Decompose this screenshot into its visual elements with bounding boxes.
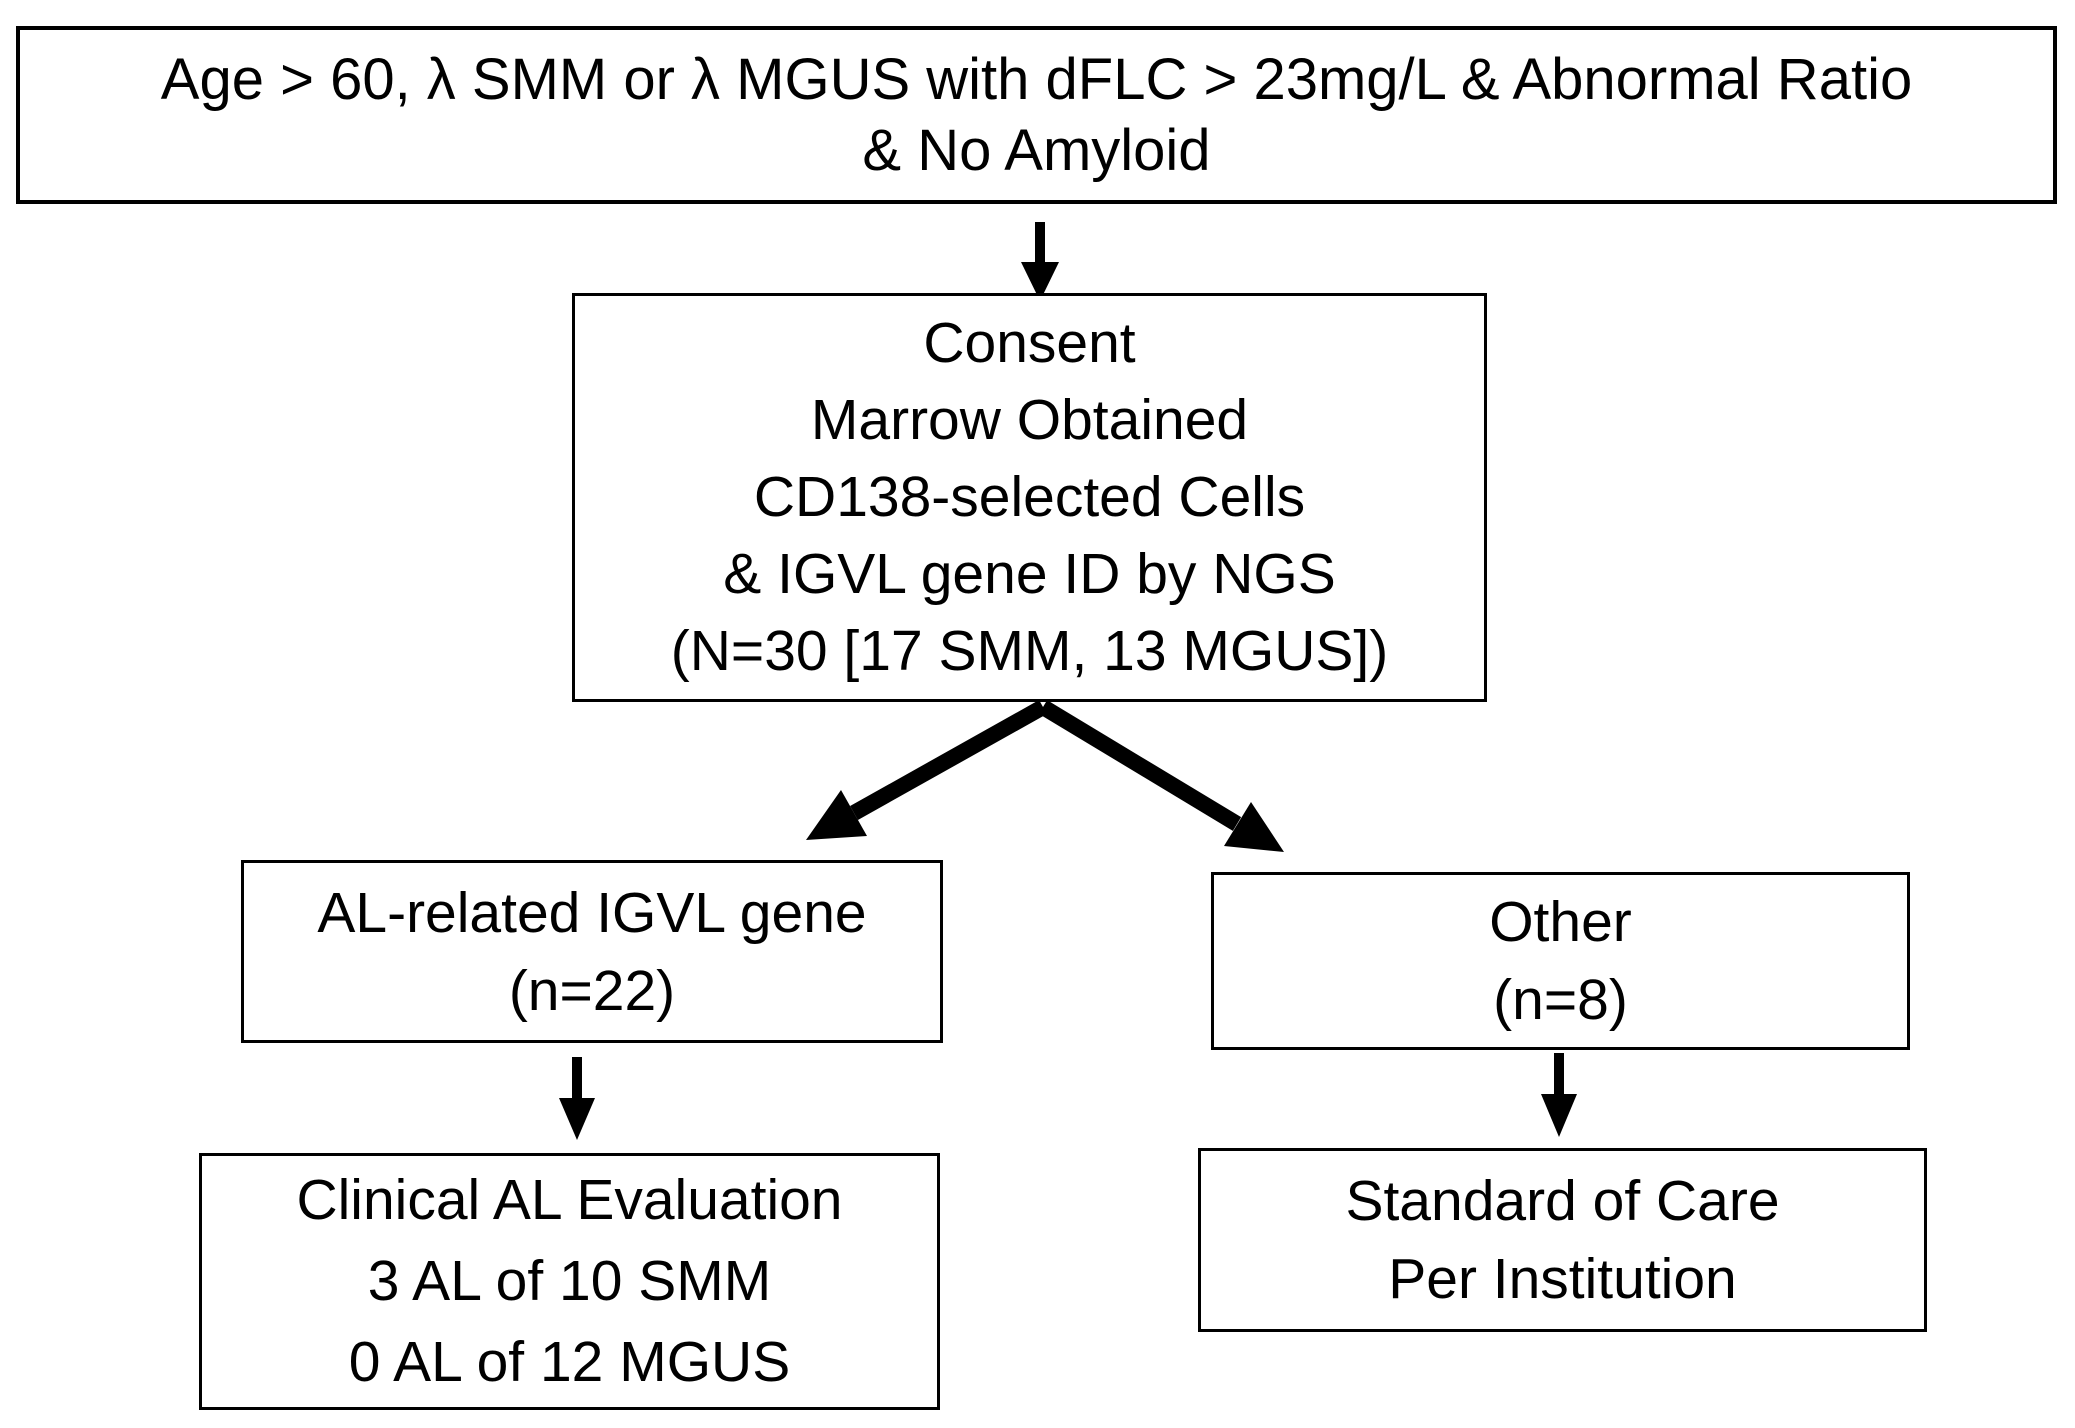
al-gene-line-2: (n=22) (508, 958, 676, 1023)
other-line-2: (n=8) (1493, 968, 1628, 1032)
eligibility-line-1: Age > 60, λ SMM or λ MGUS with dFLC > 23… (160, 47, 1913, 112)
arrow-al-gene-to-clinical (559, 1057, 595, 1140)
al-related-gene-box: AL-related IGVL gene (n=22) (241, 860, 943, 1043)
consent-line-1: Consent (923, 311, 1136, 375)
eligibility-box: Age > 60, λ SMM or λ MGUS with dFLC > 23… (16, 26, 2057, 204)
clinical-line-3: 0 AL of 12 MGUS (348, 1330, 791, 1394)
consent-ngs-box: Consent Marrow Obtained CD138-selected C… (572, 293, 1487, 702)
arrow-other-to-standard (1541, 1053, 1577, 1137)
arrow-eligibility-to-consent (1021, 222, 1059, 301)
standard-line-2: Per Institution (1388, 1247, 1737, 1311)
consent-line-3: CD138-selected Cells (753, 465, 1306, 529)
consent-line-5: (N=30 [17 SMM, 13 MGUS]) (670, 619, 1389, 683)
clinical-al-evaluation-box: Clinical AL Evaluation 3 AL of 10 SMM 0 … (199, 1153, 940, 1410)
arrow-consent-to-al-gene (806, 700, 1047, 840)
other-box: Other (n=8) (1211, 872, 1910, 1050)
arrow-consent-to-other (1038, 700, 1284, 852)
eligibility-line-2: & No Amyloid (862, 118, 1211, 183)
consent-line-4: & IGVL gene ID by NGS (723, 542, 1336, 606)
al-gene-line-1: AL-related IGVL gene (317, 880, 867, 945)
clinical-line-2: 3 AL of 10 SMM (367, 1249, 772, 1313)
standard-line-1: Standard of Care (1345, 1169, 1780, 1233)
other-line-1: Other (1489, 890, 1632, 954)
clinical-line-1: Clinical AL Evaluation (296, 1168, 843, 1232)
standard-of-care-box: Standard of Care Per Institution (1198, 1148, 1927, 1332)
consent-line-2: Marrow Obtained (810, 388, 1249, 452)
